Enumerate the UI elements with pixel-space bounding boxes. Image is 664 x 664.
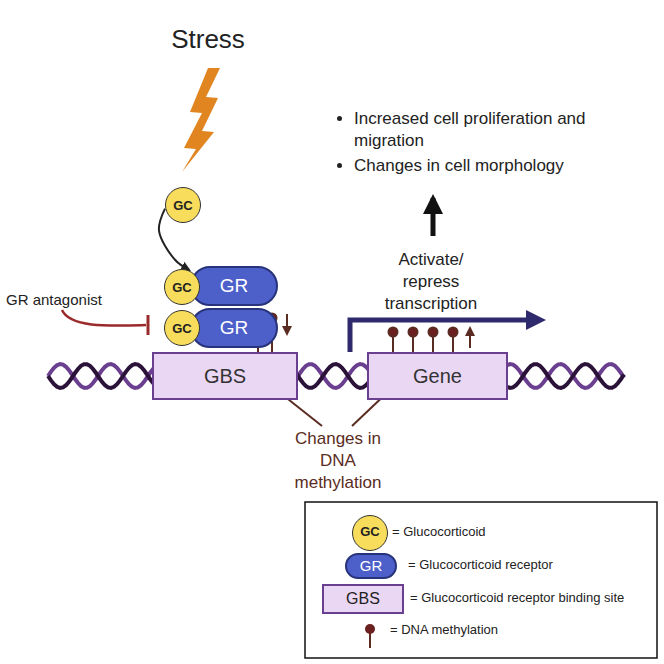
legend-methylation-symbol [365, 624, 375, 648]
dna-strand [48, 364, 624, 388]
node-text: GC [173, 198, 193, 213]
antagonist-label: GR antagonist [6, 290, 126, 310]
node-text: GC [172, 321, 192, 336]
outcome-item: Changes in cell morphology [354, 155, 634, 177]
legend-binding-site-symbol: GBS [322, 584, 404, 614]
node-text: Gene [413, 365, 462, 388]
legend-text: = Glucocorticoid receptor [408, 557, 553, 572]
decrease-arrow [286, 314, 288, 334]
glucocorticoid-circle: GC [164, 310, 200, 346]
binding-site-box: GBS [152, 352, 298, 400]
outcome-item: Increased cell proliferation and migrati… [354, 108, 634, 152]
legend-frame [305, 502, 657, 658]
transcription-arrowhead [526, 310, 546, 330]
legend-text: = DNA methylation [390, 622, 498, 637]
node-text: GR [220, 275, 249, 297]
node-text: GBS [204, 365, 246, 388]
gene-box: Gene [367, 352, 508, 400]
dna-helix [48, 364, 624, 388]
transcription-label: Activate/ repress transcription [373, 249, 489, 315]
dna-strand [48, 364, 624, 388]
increase-arrow [469, 328, 471, 348]
legend-text: = Glucocorticoid receptor binding site [410, 590, 624, 605]
glucocorticoid-circle: GC [165, 187, 201, 223]
receptor-pill: GR [190, 266, 278, 306]
legend-receptor-symbol: GR [345, 553, 397, 579]
legend-text: = Glucocorticoid [392, 524, 486, 539]
legend-glucocorticoid-symbol: GC [352, 515, 388, 551]
node-text: GR [220, 317, 249, 339]
inhibition-line [62, 310, 146, 326]
title: Stress [150, 24, 266, 55]
methylation-label: Changes in DNA methylation [288, 428, 388, 494]
lightning-bolt [182, 68, 220, 172]
inhibition-bar [147, 315, 150, 335]
receptor-pill: GR [190, 308, 278, 348]
node-text: GC [172, 280, 192, 295]
glucocorticoid-circle: GC [164, 269, 200, 305]
effect-arrow [431, 198, 436, 236]
transcription-arrow [350, 320, 528, 352]
